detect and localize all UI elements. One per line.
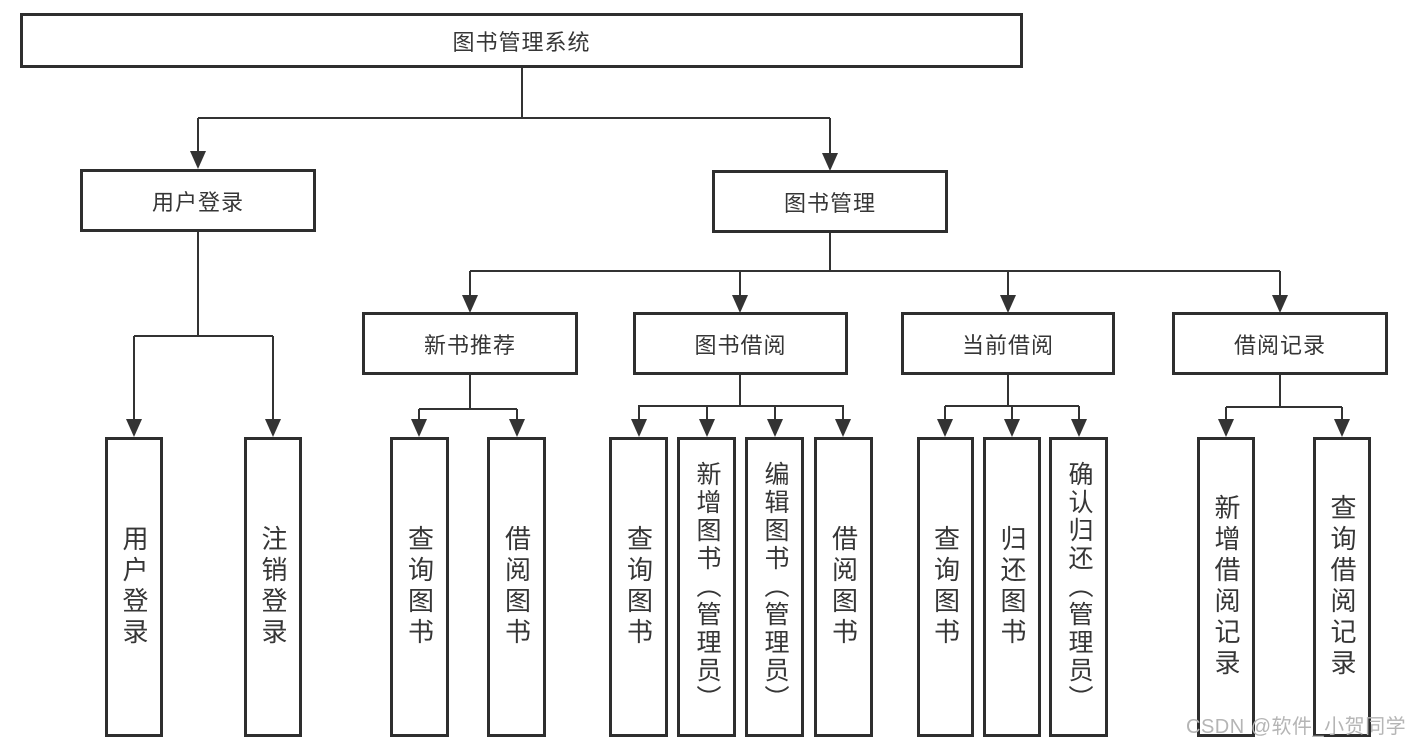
node-borrow-books-recommend: 借阅图书: [487, 437, 546, 737]
node-add-books-admin: 新增图书（管理员）: [677, 437, 736, 737]
node-label: 借阅图书: [501, 525, 532, 649]
node-label: 新增图书（管理员）: [693, 461, 721, 713]
connector-arrowheads: [126, 151, 1350, 437]
node-library-system: 图书管理系统: [20, 13, 1023, 68]
node-book-borrowing: 图书借阅: [633, 312, 848, 375]
node-label: 查询图书: [404, 525, 435, 649]
node-logout: 注销登录: [244, 437, 302, 737]
node-book-management: 图书管理: [712, 170, 948, 233]
node-borrow-books-borrowing: 借阅图书: [814, 437, 873, 737]
node-label: 注销登录: [258, 525, 288, 649]
node-query-books-recommend: 查询图书: [390, 437, 449, 737]
node-query-books-current: 查询图书: [917, 437, 974, 737]
csdn-watermark: CSDN @软件_小贺同学: [1186, 716, 1405, 738]
node-query-borrow-record: 查询借阅记录: [1313, 437, 1371, 737]
node-add-borrow-record: 新增借阅记录: [1197, 437, 1255, 737]
node-label: 借阅图书: [828, 525, 859, 649]
node-confirm-return-admin: 确认归还（管理员）: [1049, 437, 1108, 737]
node-borrowing-records: 借阅记录: [1172, 312, 1388, 375]
node-return-books: 归还图书: [983, 437, 1041, 737]
node-query-books-borrowing: 查询图书: [609, 437, 668, 737]
connector-paths: [133, 68, 1343, 421]
node-edit-books-admin: 编辑图书（管理员）: [745, 437, 804, 737]
node-user-login: 用户登录: [105, 437, 163, 737]
node-label: 查询图书: [930, 525, 961, 649]
node-new-book-recommendation: 新书推荐: [362, 312, 578, 375]
node-label: 用户登录: [119, 525, 149, 649]
node-label: 新增借阅记录: [1211, 494, 1241, 680]
node-user-login-group: 用户登录: [80, 169, 316, 232]
node-label: 编辑图书（管理员）: [761, 461, 789, 713]
node-current-borrowing: 当前借阅: [901, 312, 1115, 375]
node-label: 查询借阅记录: [1327, 494, 1357, 680]
node-label: 确认归还（管理员）: [1065, 461, 1093, 713]
node-label: 归还图书: [997, 525, 1027, 649]
node-label: 查询图书: [623, 525, 654, 649]
